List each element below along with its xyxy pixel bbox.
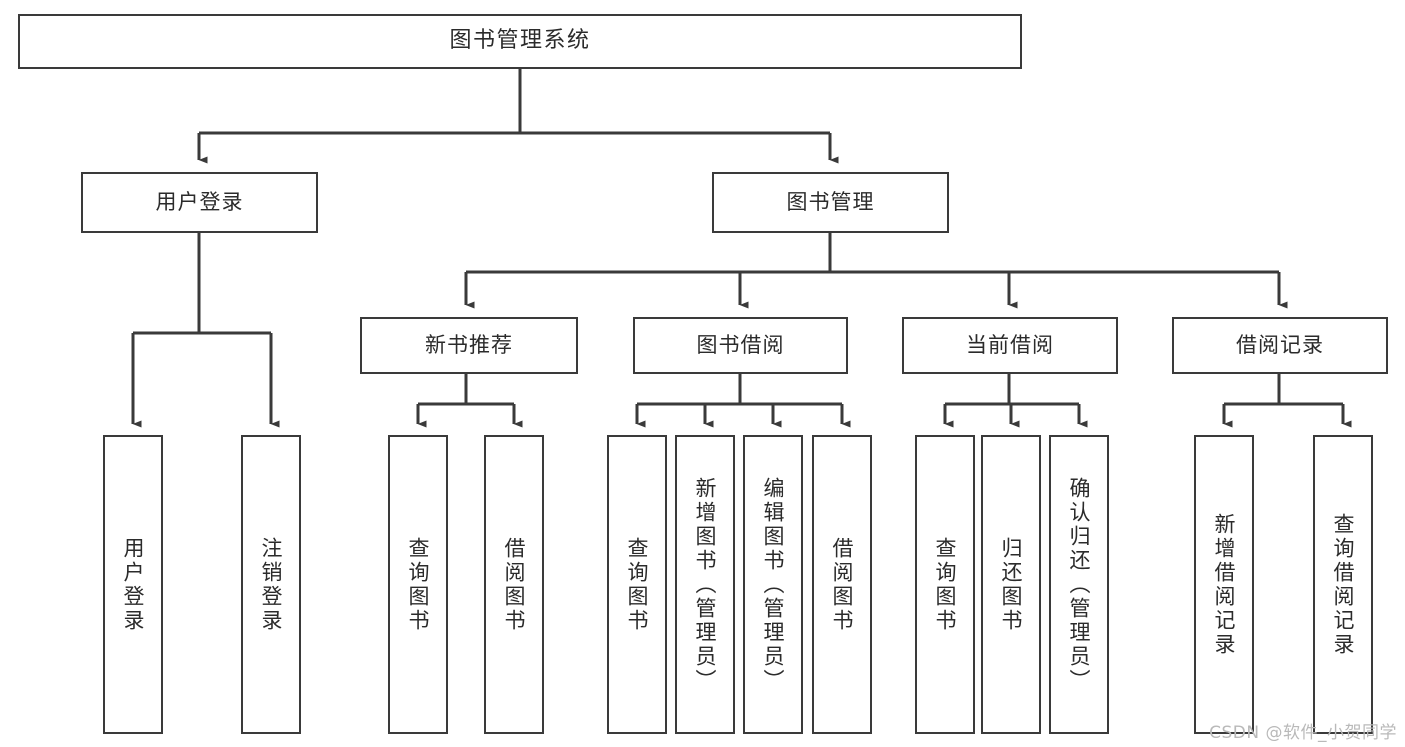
node-leaf-borrow-book-2[interactable]: 借阅图书 — [812, 435, 872, 734]
node-book-borrow[interactable]: 图书借阅 — [633, 317, 848, 374]
node-leaf-confirm-return[interactable]: 确认归还（管理员） — [1049, 435, 1109, 734]
node-leaf-borrow-book-1[interactable]: 借阅图书 — [484, 435, 544, 734]
node-leaf-query-record-label: 查询借阅记录 — [1331, 512, 1356, 657]
node-leaf-borrow-book-2-label: 借阅图书 — [830, 536, 855, 633]
node-leaf-user-logout[interactable]: 注销登录 — [241, 435, 301, 734]
node-leaf-query-book-1[interactable]: 查询图书 — [388, 435, 448, 734]
node-leaf-confirm-return-label: 确认归还（管理员） — [1067, 476, 1092, 693]
node-leaf-edit-book[interactable]: 编辑图书（管理员） — [743, 435, 803, 734]
node-leaf-user-login[interactable]: 用户登录 — [103, 435, 163, 734]
node-leaf-edit-book-label: 编辑图书（管理员） — [761, 476, 786, 693]
node-borrow-record[interactable]: 借阅记录 — [1172, 317, 1388, 374]
node-leaf-add-record-label: 新增借阅记录 — [1212, 512, 1237, 657]
node-leaf-return-book[interactable]: 归还图书 — [981, 435, 1041, 734]
node-book-manage[interactable]: 图书管理 — [712, 172, 949, 233]
node-leaf-query-book-2-label: 查询图书 — [625, 536, 650, 633]
node-leaf-user-logout-label: 注销登录 — [259, 536, 284, 633]
node-leaf-query-record[interactable]: 查询借阅记录 — [1313, 435, 1373, 734]
node-leaf-query-book-3-label: 查询图书 — [933, 536, 958, 633]
node-leaf-add-book-label: 新增图书（管理员） — [693, 476, 718, 693]
node-leaf-return-book-label: 归还图书 — [999, 536, 1024, 633]
node-current-borrow[interactable]: 当前借阅 — [902, 317, 1118, 374]
node-leaf-user-login-label: 用户登录 — [121, 536, 146, 633]
node-root-system[interactable]: 图书管理系统 — [18, 14, 1022, 69]
node-leaf-add-book[interactable]: 新增图书（管理员） — [675, 435, 735, 734]
node-user-login[interactable]: 用户登录 — [81, 172, 318, 233]
node-leaf-query-book-1-label: 查询图书 — [406, 536, 431, 633]
node-leaf-add-record[interactable]: 新增借阅记录 — [1194, 435, 1254, 734]
node-leaf-query-book-3[interactable]: 查询图书 — [915, 435, 975, 734]
node-new-book-recommend[interactable]: 新书推荐 — [360, 317, 578, 374]
node-leaf-query-book-2[interactable]: 查询图书 — [607, 435, 667, 734]
node-leaf-borrow-book-1-label: 借阅图书 — [502, 536, 527, 633]
